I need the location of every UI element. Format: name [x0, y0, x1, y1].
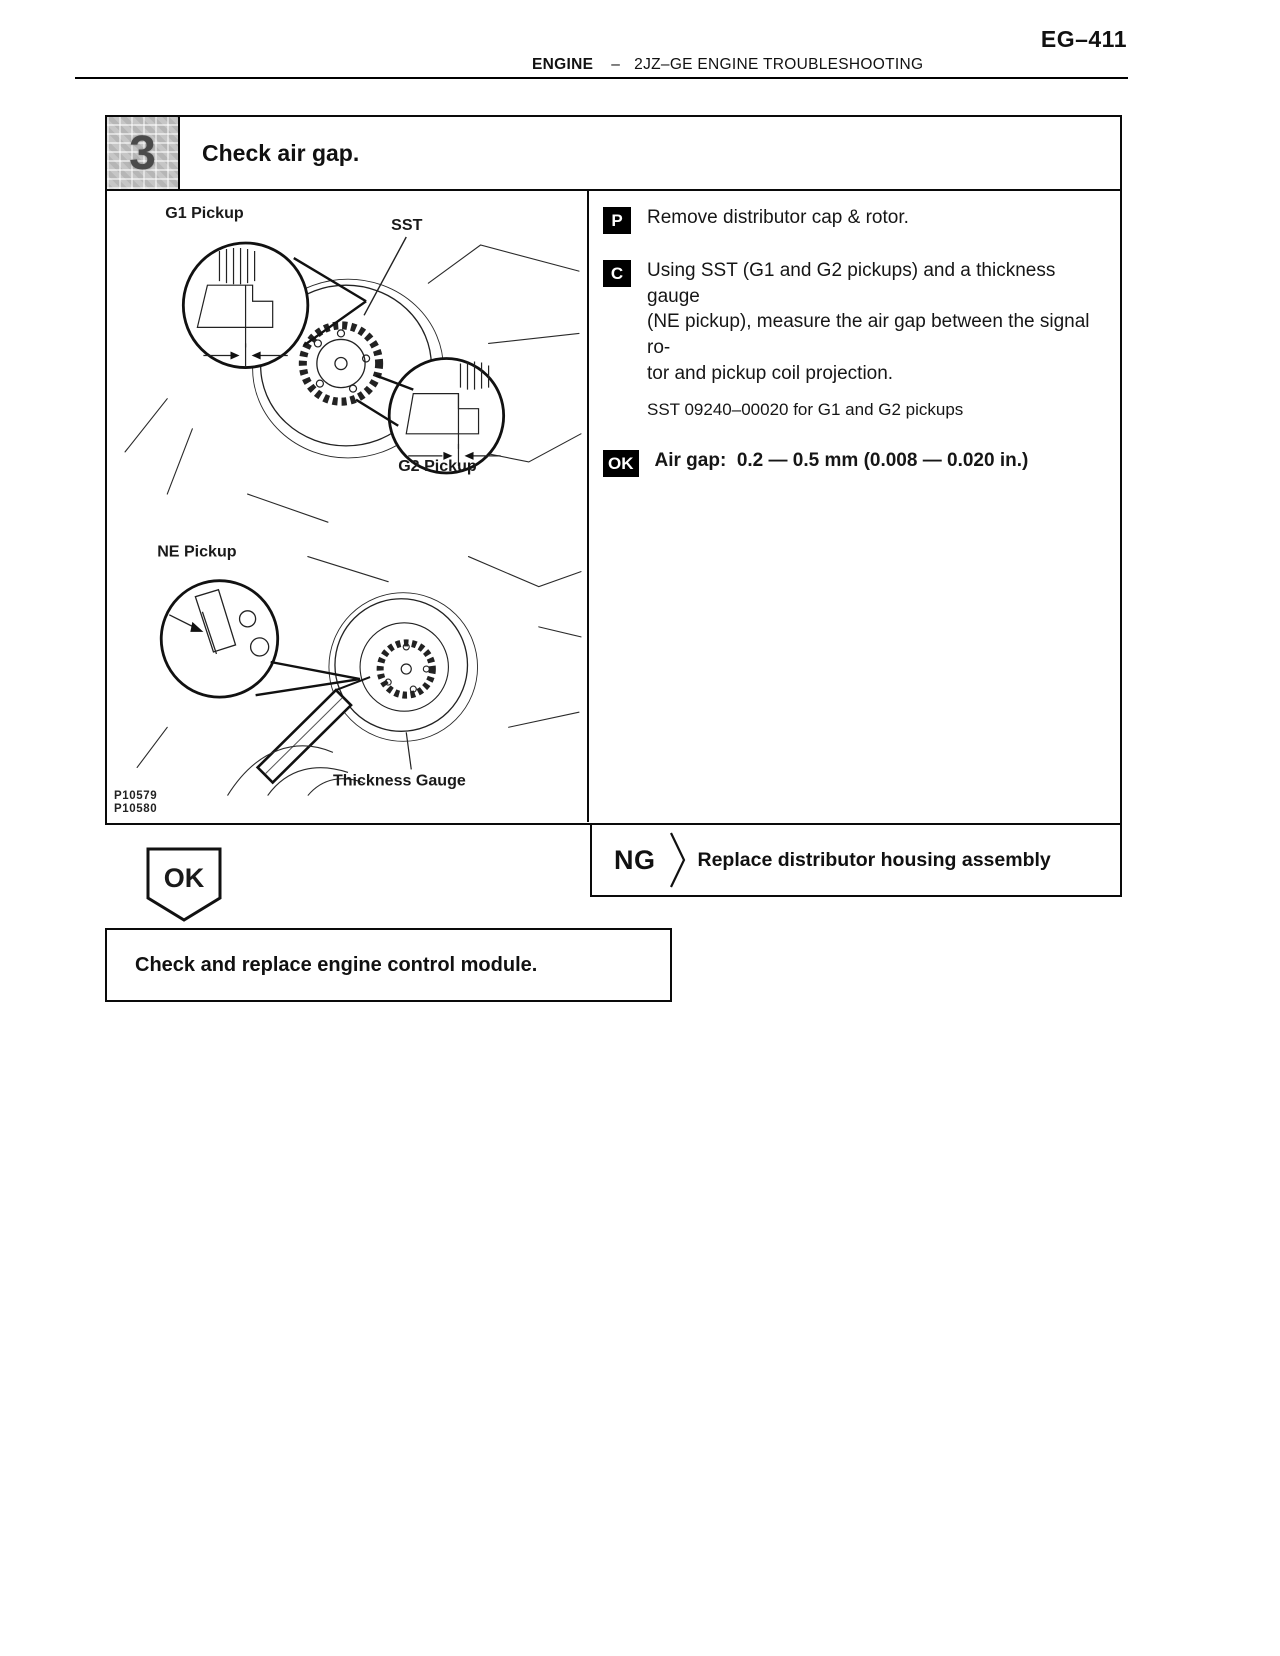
- g2-pickup-label: G2 Pickup: [398, 457, 477, 475]
- g1-pickup-label: G1 Pickup: [165, 204, 244, 222]
- ng-action-text: Replace distributor housing assembly: [697, 848, 1051, 871]
- ng-chevron-icon: [669, 832, 685, 888]
- figure-code-1: P10579: [114, 789, 158, 802]
- step-title-bar: 3 Check air gap.: [107, 117, 1120, 191]
- distributor-pickup-illustration: G1 Pickup SST G2 Pickup: [124, 204, 582, 523]
- prep-instruction-row: P Remove distributor cap & rotor.: [603, 205, 1108, 234]
- ne-pickup-label: NE Pickup: [157, 543, 237, 561]
- troubleshooting-step-box: 3 Check air gap.: [105, 115, 1122, 825]
- ok-badge: OK: [603, 450, 639, 478]
- check-instruction-line3: tor and pickup coil projection.: [647, 362, 894, 384]
- header-dash: –: [611, 56, 621, 73]
- signal-rotor: [376, 639, 436, 699]
- chapter-title: 2JZ–GE ENGINE TROUBLESHOOTING: [634, 56, 924, 73]
- ne-callout-circle: [159, 579, 280, 699]
- figure-codes: P10579 P10580: [114, 790, 157, 816]
- next-step-box: Check and replace engine control module.: [105, 928, 672, 1002]
- thickness-gauge-blade: [255, 688, 353, 785]
- figure-column: G1 Pickup SST G2 Pickup: [107, 191, 589, 822]
- running-header: ENGINE–2JZ–GE ENGINE TROUBLESHOOTING: [532, 56, 923, 74]
- thickness-gauge-label: Thickness Gauge: [333, 772, 466, 790]
- ng-label: NG: [614, 844, 656, 875]
- step-number: 3: [129, 126, 156, 180]
- step-title: Check air gap.: [202, 139, 360, 166]
- step-body: G1 Pickup SST G2 Pickup: [107, 191, 1120, 822]
- prep-badge: P: [603, 207, 631, 234]
- header-rule: [75, 77, 1128, 79]
- next-step-text: Check and replace engine control module.: [135, 953, 538, 976]
- step-number-box: 3: [107, 117, 180, 189]
- section-label: ENGINE: [532, 56, 594, 73]
- page-code: EG–411: [1040, 26, 1127, 52]
- ok-spec-row: OK Air gap: 0.2 — 0.5 mm (0.008 — 0.020 …: [603, 448, 1108, 478]
- check-badge: C: [603, 260, 631, 287]
- ng-result-box: NG Replace distributor housing assembly: [590, 823, 1122, 897]
- ok-flow-label: OK: [164, 863, 205, 893]
- air-gap-spec: Air gap: 0.2 — 0.5 mm (0.008 — 0.020 in.…: [654, 450, 1029, 472]
- instruction-column: P Remove distributor cap & rotor. C Usin…: [589, 191, 1120, 822]
- ok-flow-marker: OK: [146, 847, 222, 922]
- check-instruction-row: C Using SST (G1 and G2 pickups) and a th…: [603, 258, 1108, 386]
- prep-instruction-text: Remove distributor cap & rotor.: [647, 207, 909, 228]
- check-instruction-text: Using SST (G1 and G2 pickups) and a thic…: [647, 258, 1108, 386]
- check-instruction-line1: Using SST (G1 and G2 pickups) and a thic…: [647, 260, 1056, 307]
- sst-label: SST: [391, 216, 422, 234]
- sst-note: SST 09240–00020 for G1 and G2 pickups: [647, 400, 964, 420]
- ne-pickup-illustration: NE Pickup Thickness Gauge: [136, 543, 582, 796]
- figure-code-2: P10580: [114, 802, 158, 815]
- signal-rotor: [298, 321, 384, 406]
- check-instruction-line2: (NE pickup), measure the air gap between…: [647, 311, 1090, 358]
